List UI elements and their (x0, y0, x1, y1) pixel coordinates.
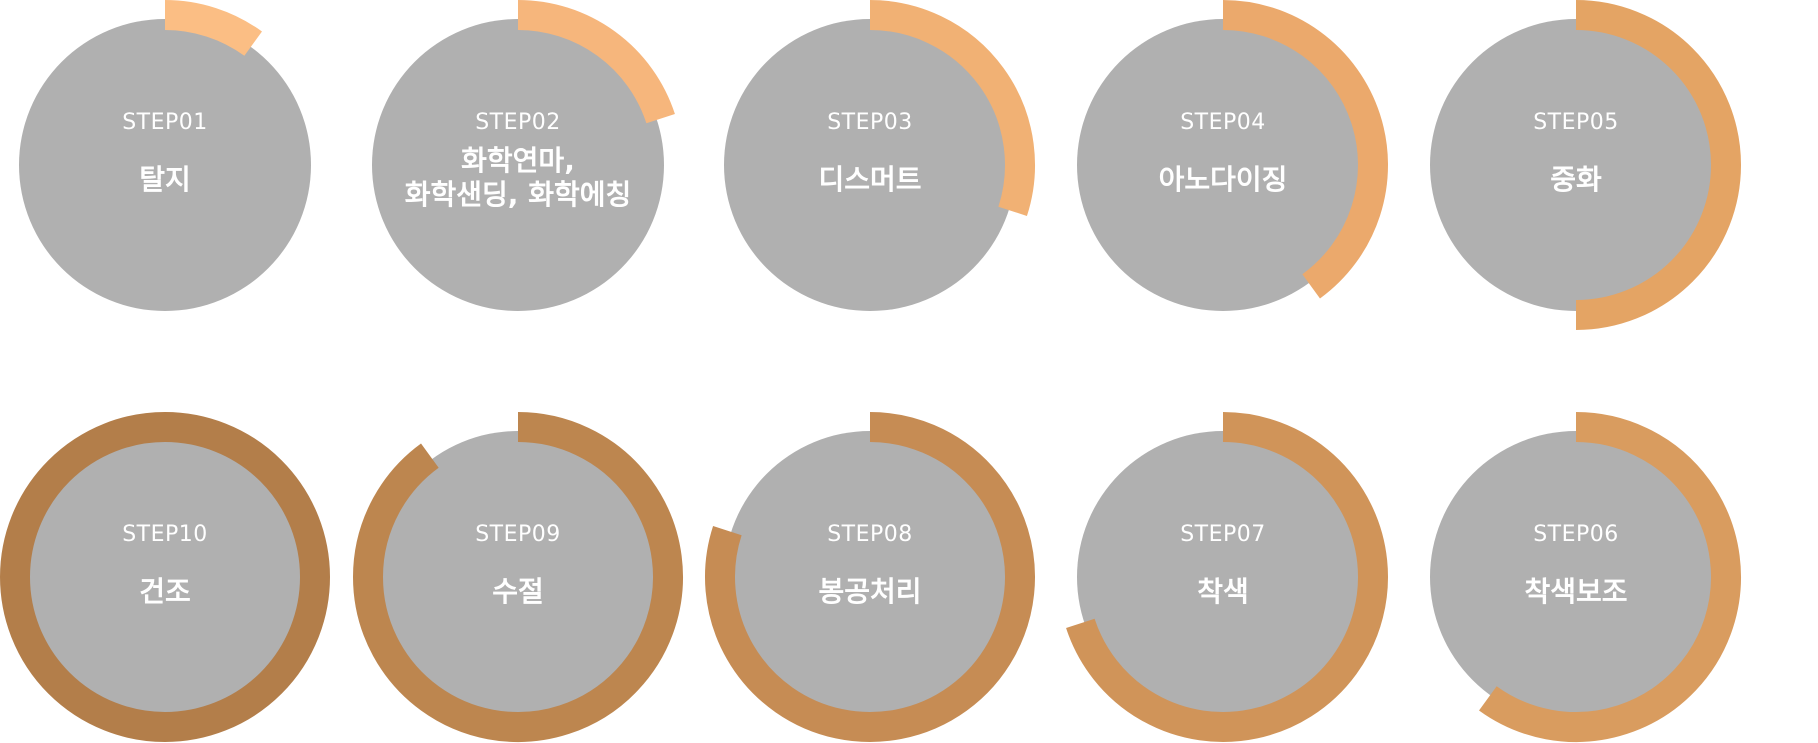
step-circle (724, 19, 1016, 311)
step-title: 착색 (1197, 575, 1249, 608)
step-label: STEP08 (827, 522, 913, 547)
step-label: STEP05 (1533, 110, 1619, 135)
step-circle (724, 431, 1016, 723)
progress-ring (705, 412, 1035, 742)
progress-ring (1222, 0, 1388, 299)
progress-ring (1575, 0, 1741, 330)
step-node-08: STEP08 봉공처리 (705, 412, 1035, 742)
step-circle (19, 431, 311, 723)
step-title: 아노다이징 (1159, 163, 1288, 196)
step-label: STEP06 (1533, 522, 1619, 547)
step-title-line-1: 화학연마, (461, 144, 575, 177)
step-title: 중화 (1550, 163, 1602, 196)
step-circle (1430, 431, 1722, 723)
step-circle (19, 19, 311, 311)
step-circle (372, 19, 664, 311)
step-label: STEP02 (475, 110, 561, 135)
progress-ring (869, 0, 1035, 216)
step-node-05: STEP05 중화 (1430, 0, 1741, 330)
progress-ring (164, 0, 262, 57)
step-title-line-2: 화학샌딩, 화학에칭 (405, 178, 631, 211)
step-label: STEP09 (475, 522, 561, 547)
step-circle (372, 431, 664, 723)
step-label: STEP04 (1180, 110, 1266, 135)
progress-ring (1066, 412, 1388, 742)
step-title: 착색보조 (1524, 575, 1627, 608)
step-title: 건조 (139, 575, 191, 608)
step-label: STEP01 (122, 110, 208, 135)
step-circle (1430, 19, 1722, 311)
step-node-01: STEP01 탈지 (19, 0, 311, 311)
step-title: 탈지 (139, 163, 191, 196)
step-label: STEP10 (122, 522, 208, 547)
step-node-10: STEP10 건조 (0, 412, 330, 743)
step-label: STEP07 (1180, 522, 1266, 547)
step-title: 봉공처리 (818, 575, 921, 608)
step-label: STEP03 (827, 110, 913, 135)
step-circle (1077, 431, 1369, 723)
step-title: 수절 (492, 575, 544, 608)
step-title: 디스머트 (818, 163, 921, 196)
step-node-03: STEP03 디스머트 (724, 0, 1035, 311)
step-node-07: STEP07 착색 (1066, 412, 1388, 742)
progress-ring (1479, 412, 1741, 742)
progress-ring (517, 0, 675, 124)
step-node-09: STEP09 수절 (353, 412, 683, 742)
step-node-02: STEP02 화학연마, 화학샌딩, 화학에칭 (372, 0, 675, 311)
step-node-04: STEP04 아노다이징 (1077, 0, 1388, 311)
step-circle (1077, 19, 1369, 311)
step-node-06: STEP06 착색보조 (1430, 412, 1741, 742)
progress-ring (0, 412, 330, 743)
progress-ring (353, 412, 683, 742)
